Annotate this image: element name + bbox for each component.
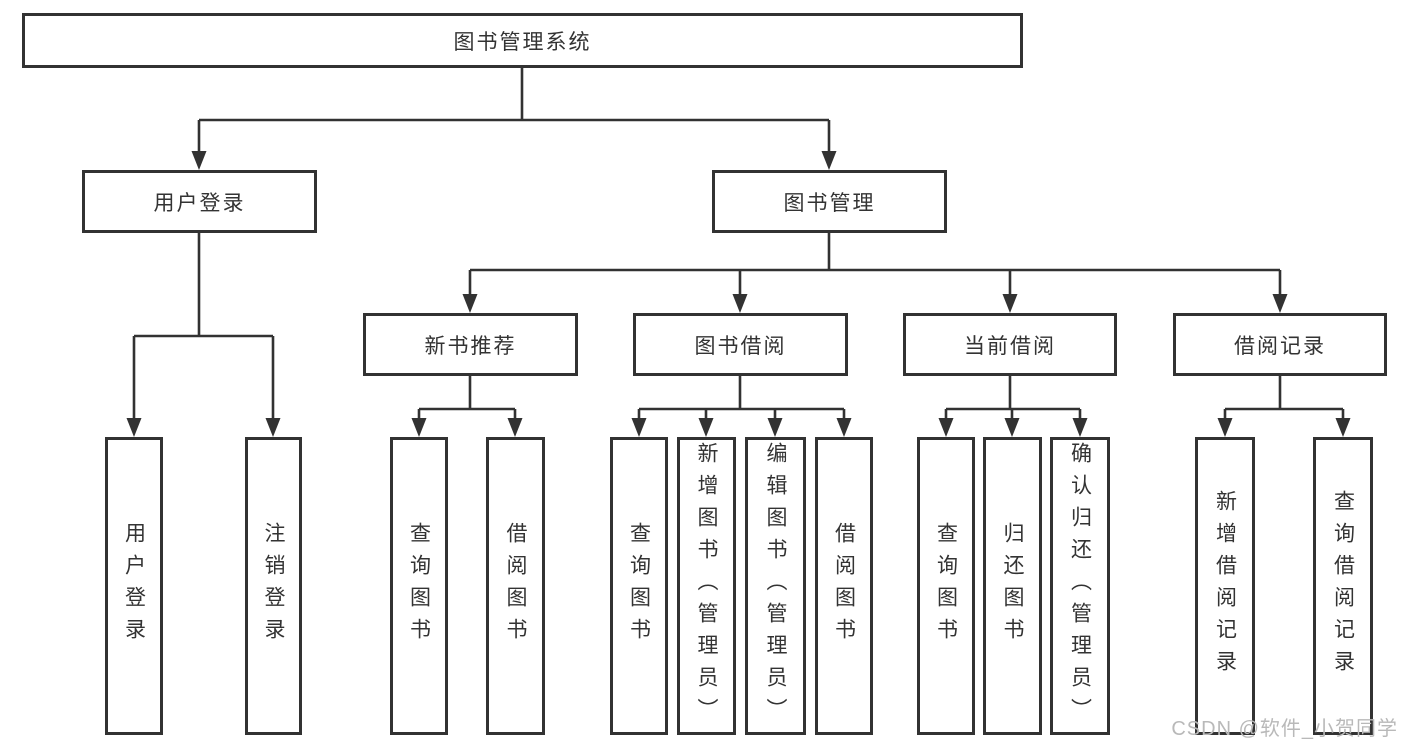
node-current-borrowing-label: 当前借阅 (964, 334, 1056, 358)
leaf-borrowing-query-books-label: 查询图书 (627, 522, 651, 650)
node-book-management: 图书管理 (712, 170, 947, 233)
node-new-book-recommend: 新书推荐 (363, 313, 578, 376)
node-book-borrowing-label: 图书借阅 (694, 334, 787, 358)
leaf-user-login: 用户登录 (105, 437, 163, 735)
node-user-login: 用户登录 (82, 170, 317, 233)
node-library-management-system-label: 图书管理系统 (453, 30, 592, 54)
leaf-add-borrow-record-label: 新增借阅记录 (1213, 490, 1237, 682)
leaf-newbook-query-books: 查询图书 (390, 437, 448, 735)
leaf-borrowing-query-books: 查询图书 (610, 437, 668, 735)
leaf-add-books-admin-label: 新增图书（管理员） (695, 442, 718, 730)
node-book-borrowing: 图书借阅 (633, 313, 848, 376)
node-borrowing-records-label: 借阅记录 (1234, 334, 1326, 358)
leaf-add-books-admin: 新增图书（管理员） (677, 437, 736, 735)
connector-paths (132, 68, 1345, 420)
leaf-query-borrow-record: 查询借阅记录 (1313, 437, 1373, 735)
leaf-return-books: 归还图书 (983, 437, 1042, 735)
leaf-logout-login-label: 注销登录 (262, 522, 285, 650)
leaf-confirm-return-admin-label: 确认归还（管理员） (1068, 442, 1092, 730)
csdn-watermark: CSDN @软件_小贺同学 (1171, 718, 1398, 740)
leaf-newbook-borrow-books: 借阅图书 (486, 437, 545, 735)
leaf-current-query-books: 查询图书 (917, 437, 975, 735)
leaf-borrowing-borrow-books-label: 借阅图书 (832, 522, 856, 650)
leaf-user-login-label: 用户登录 (122, 522, 146, 650)
node-new-book-recommend-label: 新书推荐 (424, 334, 517, 358)
node-library-management-system: 图书管理系统 (22, 13, 1023, 68)
leaf-logout-login: 注销登录 (245, 437, 302, 735)
leaf-newbook-query-books-label: 查询图书 (407, 522, 431, 650)
node-user-login-label: 用户登录 (153, 191, 246, 215)
leaf-confirm-return-admin: 确认归还（管理员） (1050, 437, 1110, 735)
node-book-management-label: 图书管理 (783, 191, 876, 215)
leaf-return-books-label: 归还图书 (1001, 522, 1024, 650)
leaf-edit-books-admin-label: 编辑图书（管理员） (764, 442, 787, 730)
leaf-borrowing-borrow-books: 借阅图书 (815, 437, 873, 735)
node-borrowing-records: 借阅记录 (1173, 313, 1387, 376)
leaf-query-borrow-record-label: 查询借阅记录 (1331, 490, 1355, 682)
leaf-edit-books-admin: 编辑图书（管理员） (745, 437, 806, 735)
arrowheads (126, 151, 1351, 437)
leaf-newbook-borrow-books-label: 借阅图书 (504, 522, 527, 650)
node-current-borrowing: 当前借阅 (903, 313, 1117, 376)
leaf-current-query-books-label: 查询图书 (934, 522, 958, 650)
leaf-add-borrow-record: 新增借阅记录 (1195, 437, 1255, 735)
